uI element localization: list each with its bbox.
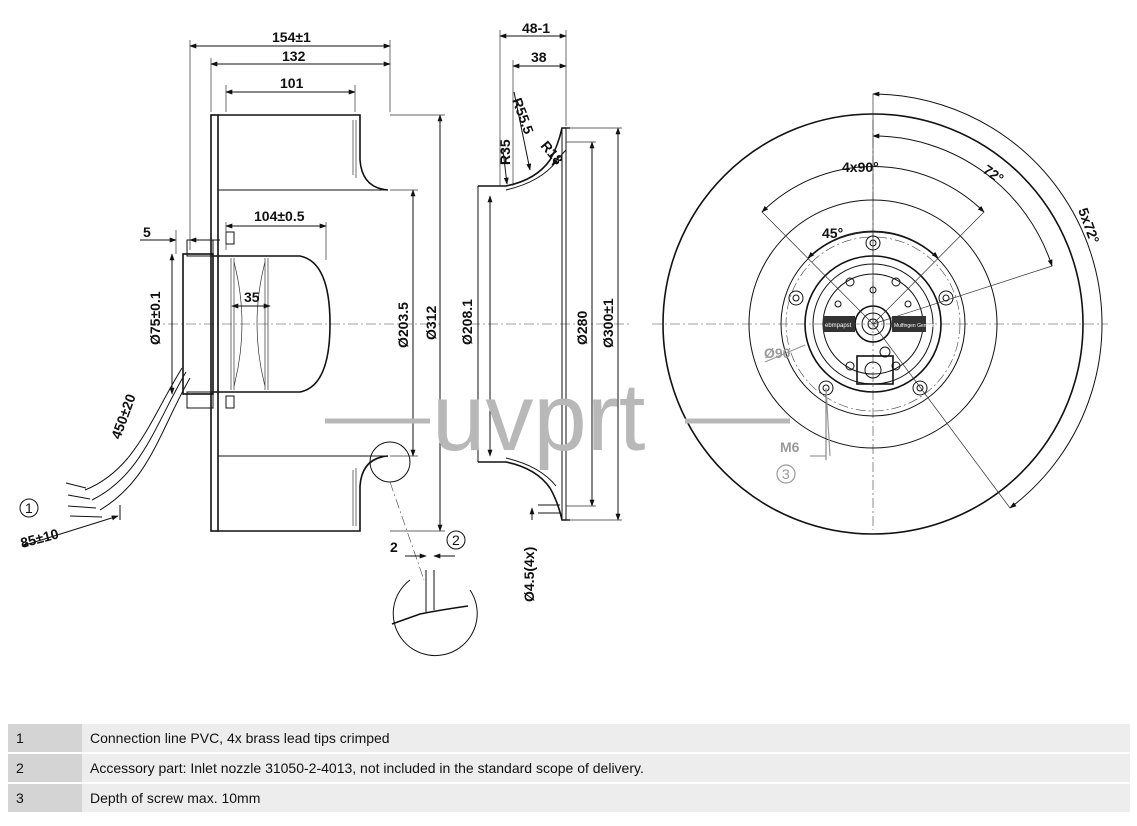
dim-101: 101: [280, 75, 304, 91]
dim-r35: R35: [497, 139, 513, 165]
dim-280: Ø280: [574, 311, 590, 345]
origin-label: Mulfingen Germany: [894, 323, 938, 329]
section-view: 48-1 38 R55.5 R35 R18 Ø208.1 Ø280 Ø300±1…: [459, 20, 630, 602]
side-view: 154±1 132 101 104±0.5 35 5 Ø75±0.1 Ø203.…: [19, 29, 478, 657]
dim-75: Ø75±0.1: [147, 291, 163, 345]
note-number: 2: [8, 752, 82, 783]
note-text: Depth of screw max. 10mm: [82, 782, 1130, 812]
dim-132: 132: [282, 48, 306, 64]
dim-2: 2: [390, 539, 398, 555]
dim-300: Ø300±1: [600, 298, 616, 348]
dim-5: 5: [143, 224, 151, 240]
dim-m6: M6: [780, 439, 800, 455]
note-number: 1: [8, 722, 82, 753]
dim-312: Ø312: [423, 306, 439, 340]
dim-154: 154±1: [272, 29, 311, 45]
callout-1: 1: [25, 500, 33, 516]
note-text: Accessory part: Inlet nozzle 31050-2-401…: [82, 752, 1130, 783]
callout-3: 3: [782, 466, 790, 482]
front-view: ebmpapst Mulfingen Germany: [652, 91, 1108, 535]
dim-r55: R55.5: [509, 96, 537, 137]
dim-85: 85±10: [19, 525, 61, 551]
dim-48: 48-1: [522, 20, 550, 36]
dim-203: Ø203.5: [395, 302, 411, 348]
callout-2: 2: [452, 532, 460, 548]
dim-hole-45: Ø4.5(4x): [521, 547, 537, 602]
dim-90: Ø90: [764, 345, 791, 361]
watermark: uvprt: [325, 364, 790, 471]
angle-5x72: 5x72°: [1075, 206, 1103, 246]
angle-4x90: 4x90°: [842, 159, 879, 175]
watermark-text: uvprt: [432, 364, 645, 471]
note-text: Connection line PVC, 4x brass lead tips …: [82, 722, 1130, 753]
dim-208: Ø208.1: [459, 299, 475, 345]
dim-38: 38: [531, 49, 547, 65]
dim-104: 104±0.5: [254, 208, 305, 224]
note-number: 3: [8, 782, 82, 812]
brand-label: ebmpapst: [825, 323, 852, 329]
dim-35: 35: [244, 289, 260, 305]
callout-1-circle: [19, 498, 39, 518]
angle-45: 45°: [822, 225, 843, 241]
angle-72: 72°: [980, 161, 1007, 186]
callout-3-circle: [776, 464, 796, 484]
dim-450: 450±20: [108, 392, 139, 441]
callout-2-circle: [446, 530, 466, 550]
